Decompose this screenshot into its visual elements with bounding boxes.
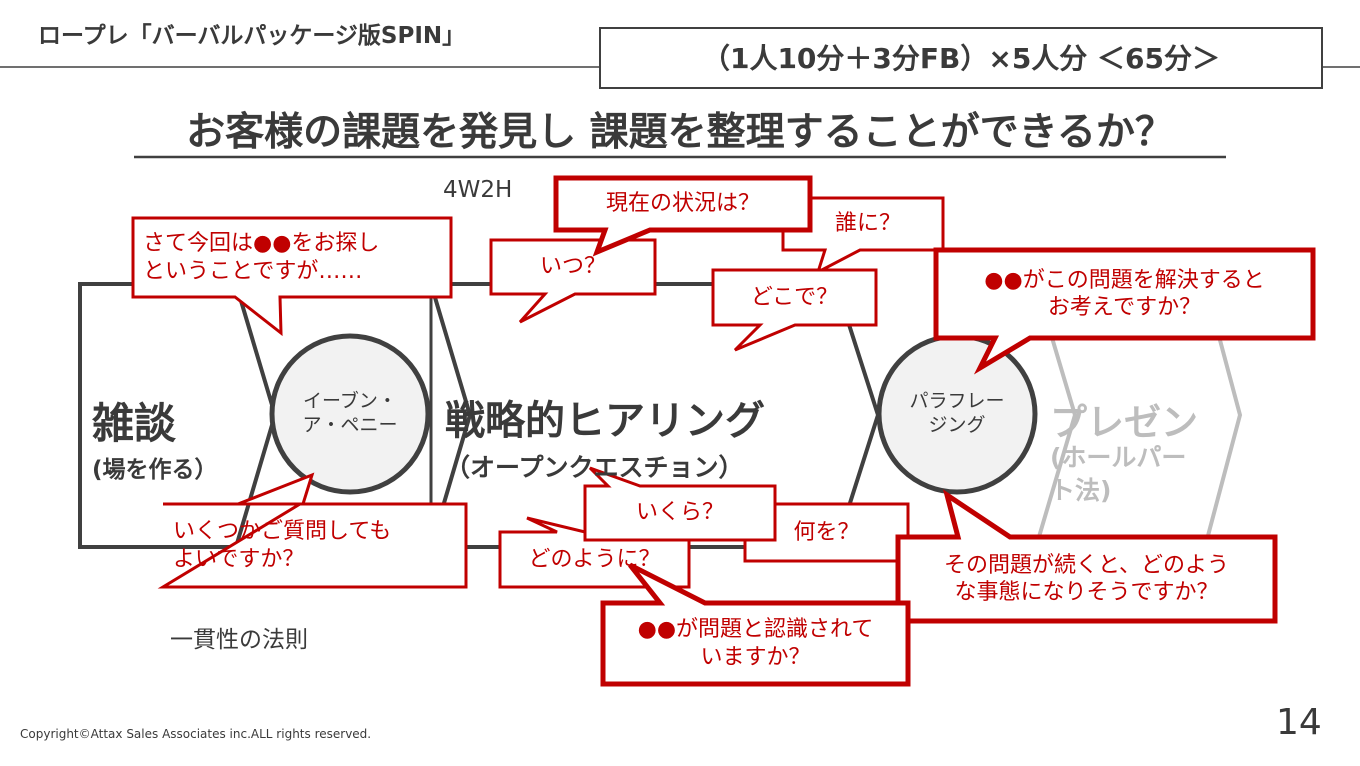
bubble-solve-shape: [933, 247, 1316, 375]
main-question: お客様の課題を発見し 課題を整理することができるか？: [186, 109, 1174, 155]
page-number: 14: [1276, 702, 1322, 743]
bubble-to-whom-shape: [781, 196, 945, 276]
bubble-current-status-shape: [553, 175, 813, 257]
consistency-label: 一貫性の法則: [170, 627, 308, 653]
bubble-intro: さて今回は●●をお探し ということですが……: [143, 231, 380, 284]
small-talk-title: 雑談: [92, 399, 177, 448]
bubble-may-i-ask-shape: [157, 472, 468, 589]
bubble-where: どこで？: [750, 284, 839, 310]
bubble-to-whom: 誰に？: [834, 211, 901, 237]
bubble-continue-shape: [895, 489, 1278, 624]
bubble-current-status: 現在の状況は？: [605, 191, 760, 217]
bubble-what: 何を？: [793, 519, 860, 545]
presentation-sub: (ホールパー ト法): [1050, 443, 1187, 505]
hearing-title: 戦略的ヒアリング: [445, 398, 765, 444]
time-box: （1人10分＋3分FB）×5人分 ＜65分＞: [701, 41, 1221, 75]
bubble-continue: その問題が続くと、どのよう な事態になりそうですか？: [943, 552, 1230, 606]
bubble-when-shape: [489, 238, 657, 324]
bubble-when: いつ？: [539, 254, 606, 280]
header-title: ロープレ「バーバルパッケージ版SPIN」: [38, 23, 466, 49]
small-talk-sub: (場を作る）: [92, 457, 218, 483]
four-w-two-h-label: 4W2H: [443, 177, 513, 203]
presentation-title: プレゼン: [1050, 401, 1198, 444]
bubble-solve: ●●がこの問題を解決すると お考えですか？: [984, 267, 1265, 321]
bubble-intro-shape: [131, 216, 453, 337]
bubble-how-much-shape: [583, 466, 777, 542]
bubble-may-i-ask: いくつかご質問しても よいですか？: [173, 519, 392, 572]
time-box-frame: [599, 27, 1323, 89]
paraphrasing-label: パラフレー ジング: [909, 390, 1005, 436]
even-a-penny-label: イーブン・ ア・ペニー: [302, 390, 398, 436]
even-a-penny-circle: [269, 333, 431, 495]
copyright: Copyright©Attax Sales Associates inc.ALL…: [20, 727, 372, 741]
bubble-how-much: いくら？: [635, 500, 724, 526]
bubble-recognize-shape: [600, 562, 911, 687]
hearing-sub: （オープンクエスチョン）: [445, 453, 744, 482]
bubble-recognize: ●●が問題と認識されて いますか？: [637, 617, 874, 670]
bubble-where-shape: [711, 268, 878, 352]
bubble-how: どのように？: [528, 546, 661, 572]
